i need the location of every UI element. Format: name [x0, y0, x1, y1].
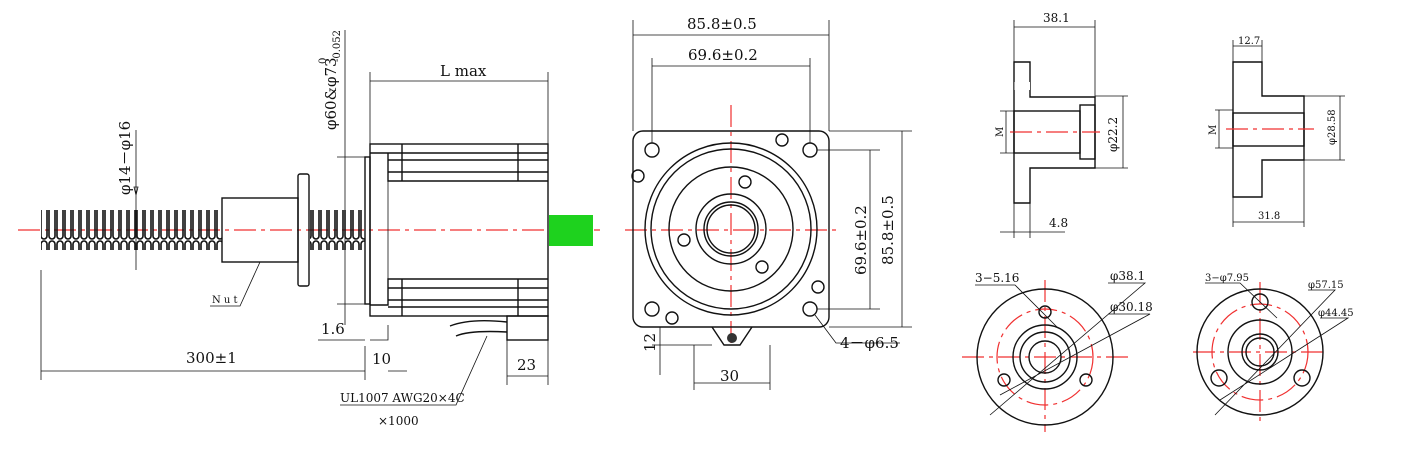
screw-length-label: 300±1 — [186, 349, 237, 367]
connector-w-label: 30 — [720, 367, 739, 385]
nut-b-pcd: φ44.45 — [1318, 308, 1354, 319]
cable-spec-label: UL1007 AWG20×4C — [340, 391, 465, 405]
nut-b-flange-t: 12.7 — [1238, 36, 1260, 47]
holes-label: 4－φ6.5 — [840, 334, 899, 352]
flange-dia-label: φ60&φ73 — [322, 57, 340, 130]
nut-a-front: 3−5.16 φ38.1 φ30.18 — [962, 269, 1153, 432]
connector — [711, 326, 753, 346]
nut-b-section: 12.7 φ28.58 M 31.8 — [1208, 36, 1345, 227]
outer-height-label: 85.8±0.5 — [879, 195, 897, 265]
motor-body — [369, 143, 549, 317]
nut-a-dia: φ22.2 — [1106, 117, 1120, 152]
hole-spacing-label: 69.6±0.2 — [688, 46, 758, 64]
cable-length-label: ×1000 — [378, 414, 419, 428]
nut-b-holes: 3−φ7.95 — [1205, 273, 1249, 284]
motor-shaft — [549, 215, 593, 246]
nut-a-length: 38.1 — [1043, 11, 1070, 25]
motor-face — [632, 130, 830, 328]
flange-tol-lower: -0.052 — [332, 30, 343, 62]
length-label: L max — [440, 62, 487, 80]
nut-b-thread: M — [1208, 125, 1219, 135]
hole-spacing-v-label: 69.6±0.2 — [852, 205, 870, 275]
nut-b-length: 31.8 — [1258, 211, 1280, 222]
connector-h-label: 12 — [641, 333, 659, 352]
flange-tol-upper: 0 — [318, 58, 329, 64]
front-view: 85.8±0.5 69.6±0.2 69.6±0.2 85.8±0.5 4－φ6… — [625, 15, 912, 390]
lead-screw-inner — [310, 210, 365, 250]
flange-thickness-label: 10 — [372, 350, 391, 368]
nut-a-flange-t: 4.8 — [1049, 216, 1068, 230]
nut-a-holes: 3−5.16 — [975, 271, 1019, 285]
nut-a-flange-dia: φ38.1 — [1110, 269, 1145, 283]
lead-screw — [41, 210, 222, 250]
connector-label: 23 — [517, 356, 536, 374]
nut-a-thread: M — [995, 127, 1006, 137]
screws — [631, 133, 825, 325]
nut-b-flange-dia: φ57.15 — [1308, 280, 1344, 291]
nut-b-dia: φ28.58 — [1327, 109, 1338, 145]
nut-a-pcd: φ30.18 — [1110, 300, 1153, 314]
outer-width-label: 85.8±0.5 — [687, 15, 757, 33]
side-view: φ14－φ16 φ60&φ73 0 -0.052 L max N u t 1.6… — [18, 30, 600, 428]
step-label: 1.6 — [321, 320, 345, 338]
nut-b-front: 3−φ7.95 φ57.15 φ44.45 — [1193, 273, 1354, 425]
screw-dia-label: φ14－φ16 — [116, 121, 134, 195]
nut-a-section: 38.1 φ22.2 M 4.8 — [995, 11, 1128, 238]
cable-connector — [449, 315, 549, 341]
nut-flange — [297, 173, 310, 287]
nut-label: N u t — [212, 295, 238, 306]
